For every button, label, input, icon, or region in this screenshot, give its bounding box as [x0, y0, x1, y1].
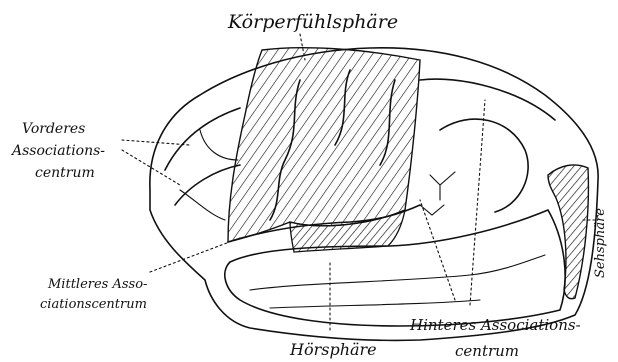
pointer-vorderes	[122, 140, 190, 145]
label-sehsphaere: Sehsphäre	[593, 208, 608, 278]
label-hinteres-line1: Hinteres Associations-	[409, 316, 581, 334]
label-mittleres-line2: ciationscentrum	[40, 297, 147, 312]
label-hinteres-line2: centrum	[455, 342, 519, 360]
parietal-gyrus	[420, 79, 555, 120]
label-mittleres-line1: Mittleres Asso-	[47, 277, 147, 292]
label-hoersphaere: Hörsphäre	[289, 340, 377, 359]
sehsphaere-region	[548, 165, 588, 299]
frontal-sulcus-1	[200, 130, 238, 160]
label-vorderes-line2: Associations-	[10, 143, 105, 159]
label-vorderes-line3: centrum	[35, 165, 95, 181]
sulcus-y-shape-1	[430, 172, 455, 200]
occipital-gyrus	[440, 119, 528, 212]
frontal-sulcus-2	[180, 190, 225, 220]
frontal-gyrus-1	[165, 108, 240, 170]
temporal-sulcus	[250, 255, 545, 290]
label-koerperfuehlsphaere: Körperfühlsphäre	[227, 11, 398, 33]
koerperfuehlsphaere-region	[228, 48, 420, 242]
label-vorderes-line1: Vorderes	[22, 121, 85, 137]
pointer-hinteres-1	[420, 200, 455, 300]
inferior-temporal-sulcus	[270, 300, 480, 308]
